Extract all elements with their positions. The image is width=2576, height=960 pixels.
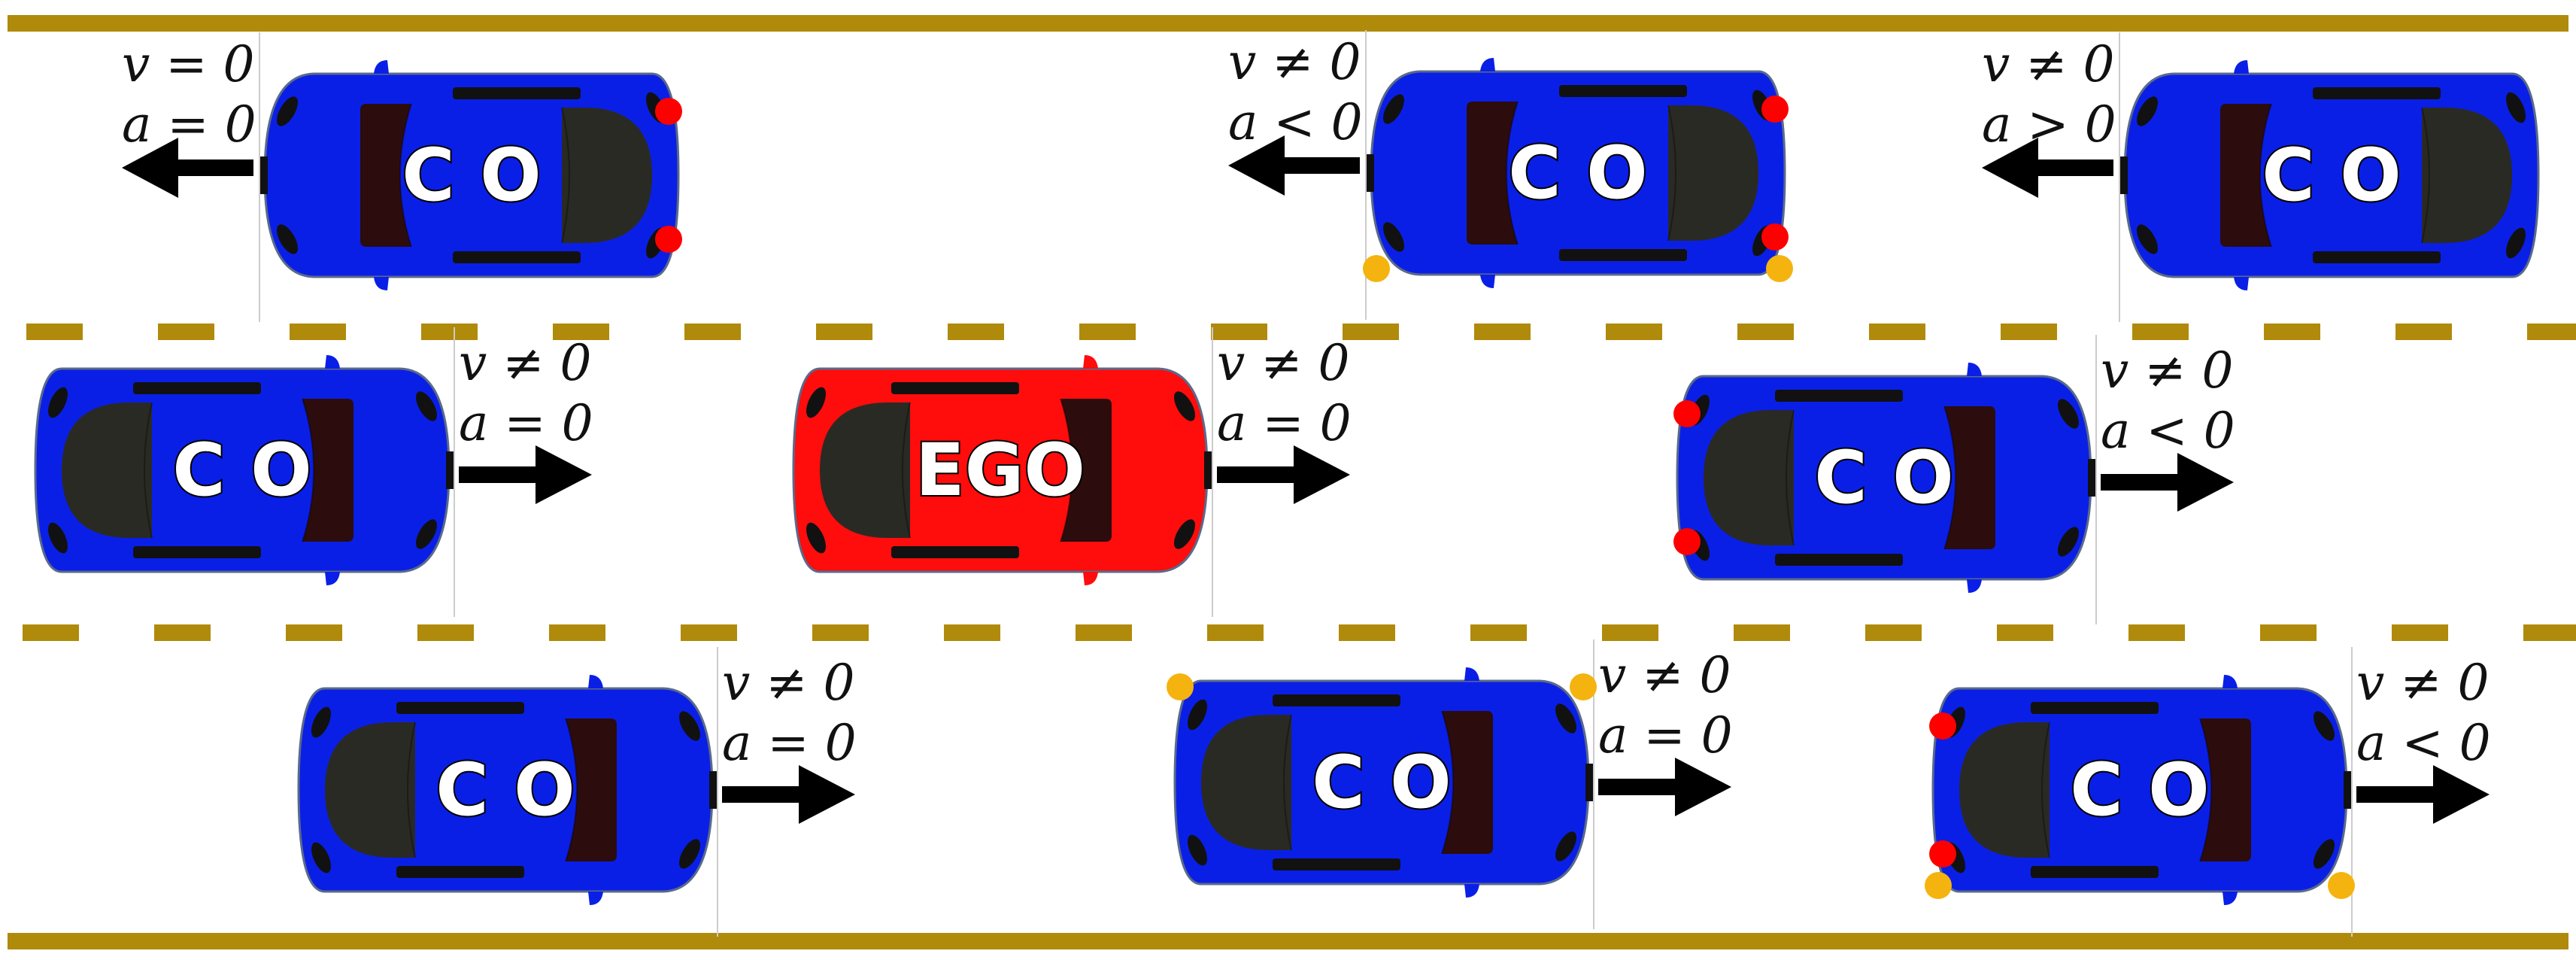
indicator-light-indicator-rear-bottom: [1766, 255, 1793, 282]
brake-light-brake-rear-top: [1761, 96, 1789, 123]
velocity-label: v = 0: [122, 35, 255, 93]
brake-light-brake-rear-top: [655, 98, 682, 125]
car-mid-2: EGO v ≠ 0a = 0: [792, 334, 1352, 587]
velocity-label: v ≠ 0: [1217, 334, 1350, 392]
acceleration-label: a < 0: [2356, 714, 2491, 772]
brake-light-brake-rear-bottom: [1761, 223, 1789, 251]
vehicles: C Ov = 0a = 0C Ov ≠ 0a < 0C Ov ≠ 0a > 0C…: [34, 33, 2540, 907]
brake-light-brake-rear-bottom: [1673, 528, 1701, 555]
co-label: C O: [1814, 436, 1953, 520]
car-body: [1167, 666, 1597, 899]
acceleration-label: a < 0: [1228, 93, 1363, 151]
direction-arrow: [1598, 758, 1731, 816]
car-top-2: C O v ≠ 0a < 0: [1228, 33, 1793, 290]
co-label: C O: [2070, 748, 2209, 832]
direction-arrow: [2356, 765, 2490, 824]
velocity-label: v ≠ 0: [2356, 654, 2490, 712]
car-top-1: C O v = 0a = 0: [122, 35, 682, 292]
car-mid-1: C O v ≠ 0a = 0: [34, 334, 593, 587]
direction-arrow: [1217, 445, 1350, 504]
co-label: C O: [435, 748, 575, 832]
car-top-3: C O v ≠ 0a > 0: [1982, 35, 2540, 292]
acceleration-label: a = 0: [122, 96, 256, 153]
direction-arrow: [122, 138, 253, 198]
velocity-label: v ≠ 0: [1228, 33, 1361, 91]
velocity-label: v ≠ 0: [2101, 342, 2234, 399]
car-bot-1: C O v ≠ 0a = 0: [297, 654, 857, 907]
co-label: C O: [2262, 133, 2401, 217]
brake-light-brake-rear-top: [1673, 400, 1701, 427]
acceleration-label: a = 0: [1217, 394, 1352, 452]
co-label: C O: [172, 428, 311, 512]
road-edge-bottom: [8, 933, 2568, 949]
co-label: C O: [402, 133, 541, 217]
indicator-light-indicator-rear-bottom: [1925, 872, 1952, 899]
brake-light-brake-rear-top: [1929, 712, 1956, 740]
car-body: [1673, 361, 2097, 594]
indicator-light-indicator-front-bottom: [2328, 872, 2355, 899]
car-body: [259, 59, 682, 292]
indicator-light-indicator-front-top: [1570, 673, 1597, 700]
brake-light-brake-rear-bottom: [655, 226, 682, 253]
direction-arrow: [2101, 453, 2234, 512]
car-bot-2: C O v ≠ 0a = 0: [1167, 646, 1733, 899]
co-label: C O: [1508, 131, 1647, 215]
car-bot-3: C O v ≠ 0a < 0: [1925, 654, 2491, 907]
road-edge-top: [8, 15, 2568, 32]
acceleration-label: a < 0: [2101, 402, 2235, 460]
acceleration-label: a = 0: [459, 394, 593, 452]
acceleration-label: a = 0: [722, 714, 857, 772]
brake-light-brake-rear-bottom: [1929, 840, 1956, 867]
velocity-label: v ≠ 0: [722, 654, 855, 712]
direction-arrow: [1982, 138, 2113, 198]
indicator-light-indicator-front-bottom: [1363, 255, 1390, 282]
velocity-label: v ≠ 0: [1982, 35, 2115, 93]
direction-arrow: [1228, 135, 1360, 196]
indicator-light-indicator-rear-top: [1167, 673, 1194, 700]
direction-arrow: [459, 445, 592, 504]
car-body: [1925, 673, 2355, 907]
velocity-label: v ≠ 0: [1598, 646, 1731, 704]
car-mid-3: C O v ≠ 0a < 0: [1673, 342, 2235, 594]
acceleration-label: a > 0: [1982, 96, 2116, 153]
velocity-label: v ≠ 0: [459, 334, 592, 392]
co-label: C O: [1312, 740, 1451, 825]
car-body: [1363, 56, 1793, 290]
acceleration-label: a = 0: [1598, 706, 1733, 764]
direction-arrow: [722, 765, 855, 824]
ego-label: EGO: [915, 428, 1085, 512]
